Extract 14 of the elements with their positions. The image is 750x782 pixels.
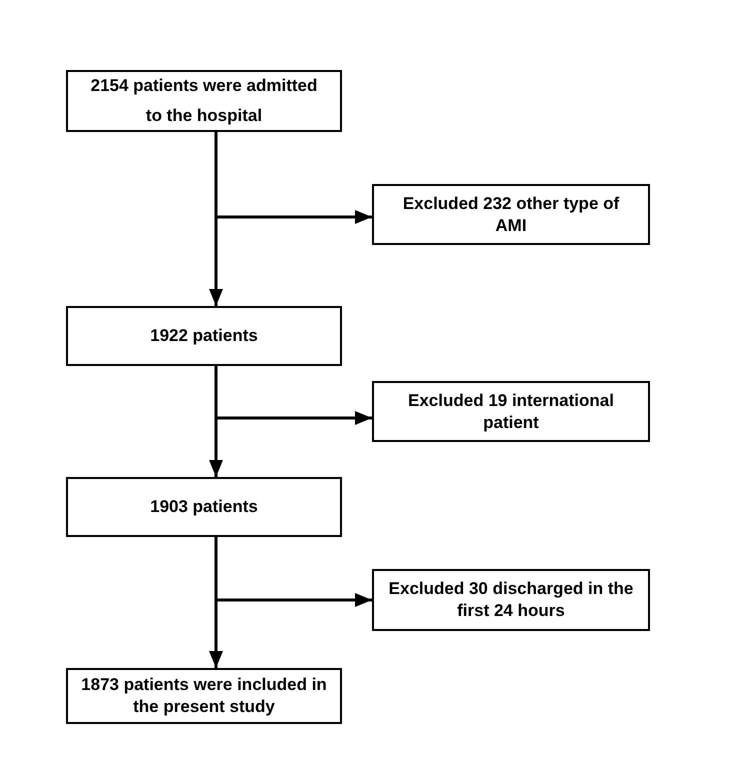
process-box <box>372 184 650 245</box>
process-box <box>372 381 650 442</box>
flow-text: 1873 patients were included in the present study <box>80 674 328 718</box>
flow-text: 1903 patients <box>150 496 258 518</box>
process-box <box>66 70 342 132</box>
flow-text: Excluded 232 other type of AMI <box>402 192 620 236</box>
process-box <box>66 668 342 724</box>
flow-text: Excluded 30 discharged in the first 24 hours <box>388 578 634 622</box>
flow-text: Excluded 19 international patient <box>407 390 615 434</box>
flow-text: 2154 patients were admitted to the hospital <box>90 75 318 127</box>
flow-text: 1922 patients <box>150 325 258 347</box>
process-box <box>372 569 650 631</box>
process-box <box>66 306 342 366</box>
process-box <box>66 477 342 537</box>
